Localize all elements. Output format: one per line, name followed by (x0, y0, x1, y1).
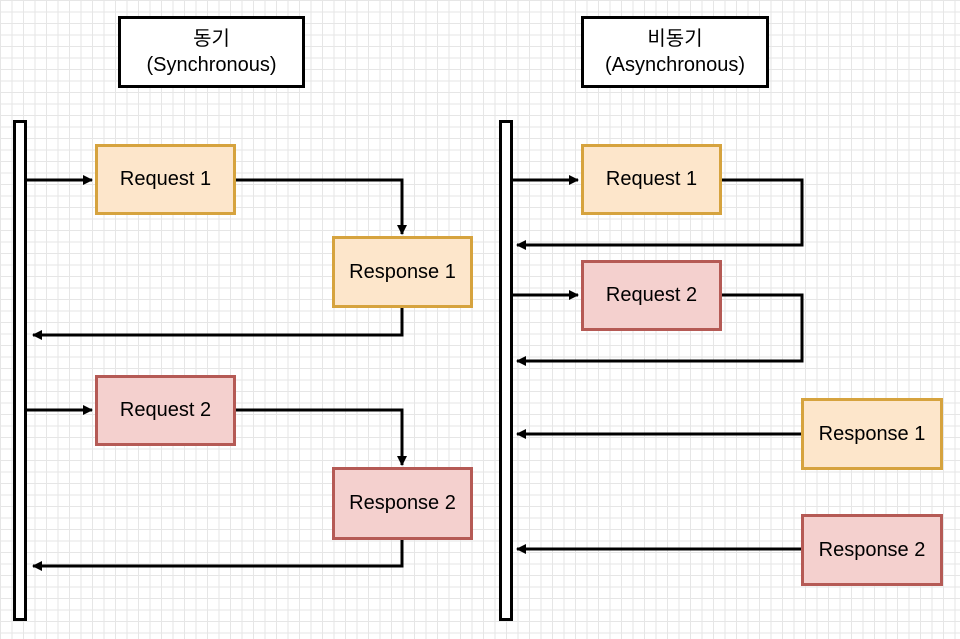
sync-request2-label: Request 2 (119, 399, 212, 421)
sync-title-box: 동기 (Synchronous) (118, 16, 305, 88)
async-timeline (499, 120, 513, 621)
sync-request2-box: Request 2 (95, 375, 236, 446)
async-title-english: (Asynchronous) (604, 54, 746, 76)
sync-request1-label: Request 1 (119, 168, 212, 190)
sync-title-korean: 동기 (193, 28, 230, 50)
sync-response1-label: Response 1 (349, 260, 456, 283)
sync-title-english: (Synchronous) (146, 54, 277, 76)
async-response2-box: Response 2 (801, 514, 943, 586)
sync-response2-box: Response 2 (332, 467, 473, 540)
sync-arrow-request1-to-response1 (236, 178, 407, 235)
async-arrow-request1-return (516, 178, 804, 250)
sync-arrow-response1-return (32, 308, 404, 340)
async-request1-box: Request 1 (581, 144, 722, 215)
async-response2-label: Response 2 (818, 538, 926, 561)
sync-request1-box: Request 1 (95, 144, 236, 215)
sync-response2-label: Response 2 (349, 492, 456, 514)
sync-arrow-response2-return (32, 540, 404, 571)
async-title-korean: 비동기 (647, 28, 703, 50)
async-request2-label: Request 2 (605, 284, 698, 306)
sync-response1-box: Response 1 (332, 236, 473, 308)
async-response1-box: Response 1 (801, 398, 943, 470)
async-request1-label: Request 1 (605, 168, 698, 190)
async-response1-label: Response 1 (818, 422, 926, 445)
sync-arrow-request2-to-response2 (236, 408, 407, 466)
async-request2-box: Request 2 (581, 260, 722, 331)
sync-timeline (13, 120, 27, 621)
async-title-box: 비동기 (Asynchronous) (581, 16, 769, 88)
async-arrow-request2-return (516, 293, 804, 366)
